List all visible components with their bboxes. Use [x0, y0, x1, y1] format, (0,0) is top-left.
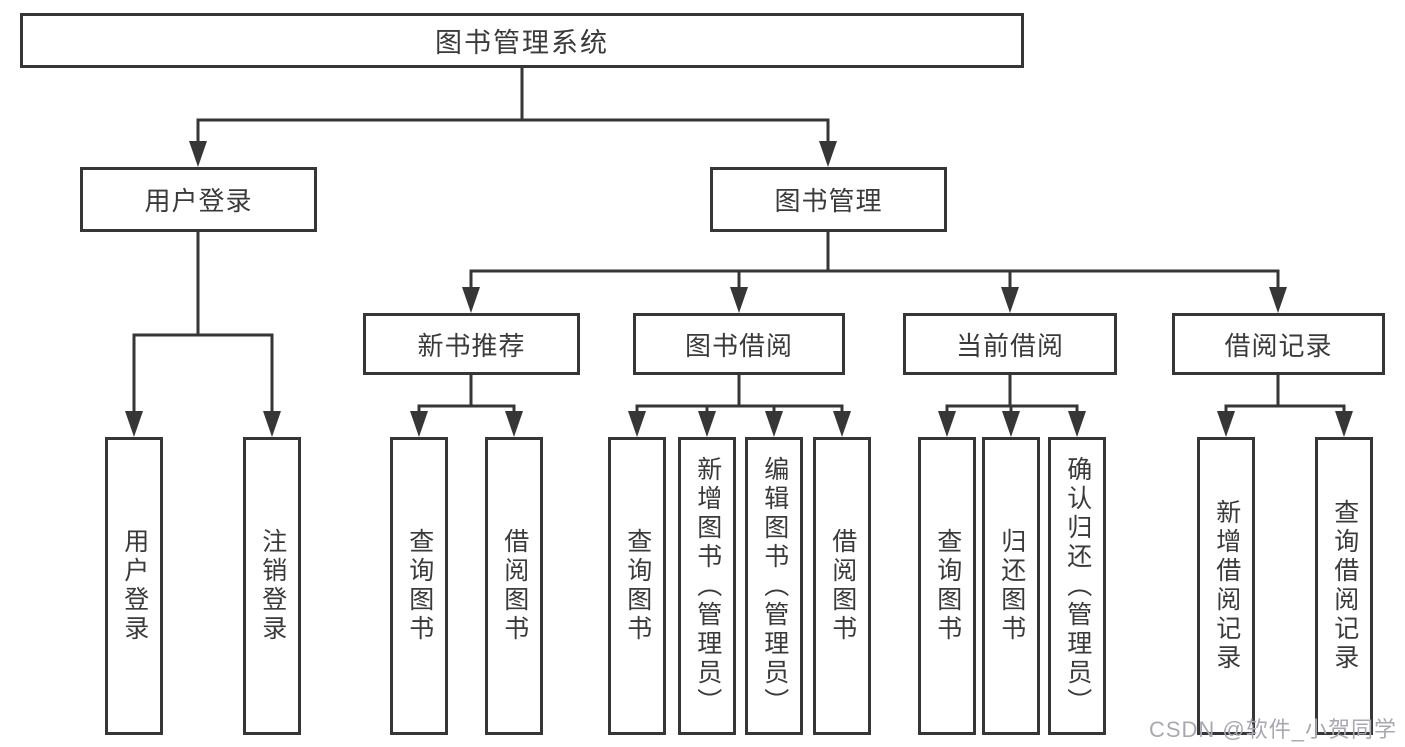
- node-current-borrow: 当前借阅: [903, 313, 1117, 375]
- leaf-confirm-return-admin-label: 确认归还（管理员）: [1063, 455, 1092, 717]
- leaf-logout-label: 注销登录: [258, 528, 287, 644]
- node-new-book-recommend: 新书推荐: [363, 313, 580, 375]
- node-borrow-records: 借阅记录: [1172, 313, 1385, 375]
- leaf-add-borrow-record: 新增借阅记录: [1197, 437, 1255, 735]
- leaf-user-login: 用户登录: [105, 437, 163, 735]
- leaf-add-books-admin: 新增图书（管理员）: [678, 437, 736, 735]
- leaf-query-books-recommend: 查询图书: [390, 437, 448, 735]
- leaf-add-books-admin-label: 新增图书（管理员）: [693, 455, 722, 717]
- leaf-borrow-books-label: 借阅图书: [828, 528, 857, 644]
- leaf-logout: 注销登录: [243, 437, 301, 735]
- node-book-management: 图书管理: [710, 167, 947, 232]
- leaf-borrow-books: 借阅图书: [813, 437, 871, 735]
- csdn-watermark: CSDN @软件_小贺同学: [1148, 717, 1397, 742]
- leaf-query-borrow-record: 查询借阅记录: [1315, 437, 1373, 735]
- leaf-edit-books-admin: 编辑图书（管理员）: [745, 437, 803, 735]
- leaf-query-books-recommend-label: 查询图书: [405, 528, 434, 644]
- leaf-query-books-borrow-label: 查询图书: [623, 528, 652, 644]
- leaf-user-login-label: 用户登录: [120, 528, 149, 644]
- leaf-confirm-return-admin: 确认归还（管理员）: [1048, 437, 1106, 735]
- leaf-query-borrow-record-label: 查询借阅记录: [1330, 499, 1359, 673]
- leaf-edit-books-admin-label: 编辑图书（管理员）: [760, 455, 789, 717]
- node-root: 图书管理系统: [20, 13, 1024, 68]
- leaf-add-borrow-record-label: 新增借阅记录: [1212, 499, 1241, 673]
- leaf-borrow-books-recommend-label: 借阅图书: [500, 528, 529, 644]
- node-user-login: 用户登录: [80, 167, 317, 232]
- leaf-return-books: 归还图书: [982, 437, 1040, 735]
- leaf-borrow-books-recommend: 借阅图书: [485, 437, 543, 735]
- leaf-return-books-label: 归还图书: [997, 528, 1026, 644]
- leaf-query-books-borrow: 查询图书: [608, 437, 666, 735]
- leaf-query-books-current: 查询图书: [918, 437, 976, 735]
- node-book-borrow: 图书借阅: [633, 313, 845, 375]
- leaf-query-books-current-label: 查询图书: [933, 528, 962, 644]
